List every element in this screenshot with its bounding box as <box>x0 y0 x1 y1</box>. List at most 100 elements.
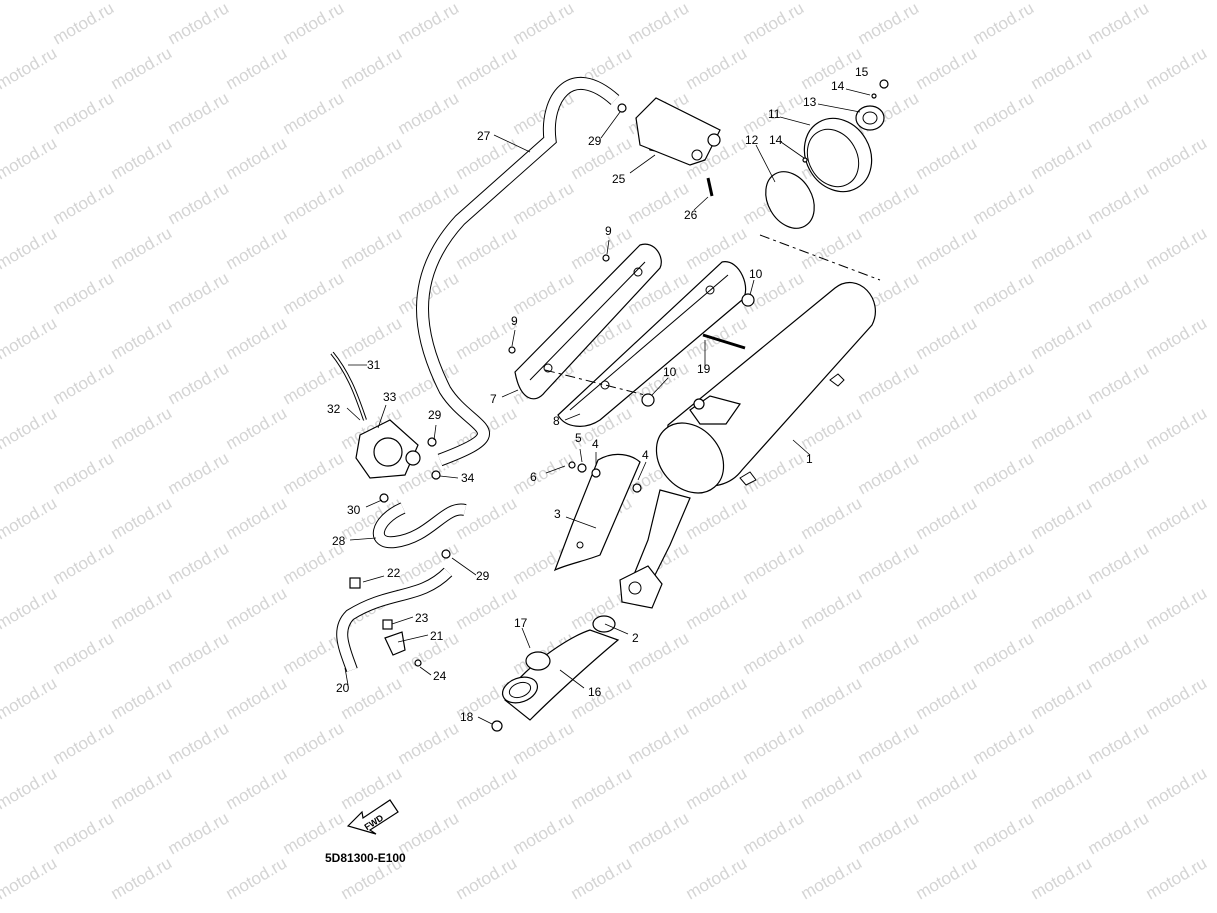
watermark-text: motod.ru <box>338 223 406 273</box>
watermark-text: motod.ru <box>165 358 233 408</box>
watermark-text: motod.ru <box>165 808 233 858</box>
bolt-26-part <box>706 177 714 197</box>
watermark-text: motod.ru <box>50 538 118 588</box>
watermark-text: motod.ru <box>395 88 463 138</box>
watermark-text: motod.ru <box>1028 403 1096 453</box>
watermark-text: motod.ru <box>970 538 1038 588</box>
watermark-text: motod.ru <box>625 0 693 48</box>
watermark-text: motod.ru <box>970 88 1038 138</box>
watermark-text: motod.ru <box>280 178 348 228</box>
callout-20: 20 <box>336 681 350 695</box>
watermark-text: motod.ru <box>280 0 348 48</box>
callout-15: 15 <box>855 65 869 79</box>
callout-13: 13 <box>803 95 817 109</box>
watermark-text: motod.ru <box>510 718 578 768</box>
watermark-text: motod.ru <box>108 493 176 543</box>
watermark-text: motod.ru <box>395 0 463 48</box>
callout-34: 34 <box>461 471 475 485</box>
watermark-text: motod.ru <box>1143 133 1211 183</box>
watermark-text: motod.ru <box>0 448 2 498</box>
watermark-text: motod.ru <box>855 448 923 498</box>
watermark-text: motod.ru <box>338 43 406 93</box>
watermark-text: motod.ru <box>510 448 578 498</box>
callout-4a: 4 <box>592 437 599 451</box>
watermark-text: motod.ru <box>913 673 981 723</box>
watermark-text: motod.ru <box>0 403 60 453</box>
watermark-text: motod.ru <box>913 583 981 633</box>
watermark-text: motod.ru <box>0 133 60 183</box>
watermark-text: motod.ru <box>1143 853 1211 903</box>
watermark-text: motod.ru <box>223 403 291 453</box>
watermark-text: motod.ru <box>280 358 348 408</box>
watermark-text: motod.ru <box>1028 43 1096 93</box>
watermark-text: motod.ru <box>453 853 521 903</box>
watermark-text: motod.ru <box>913 853 981 903</box>
gasket-part <box>592 615 616 633</box>
watermark-text: motod.ru <box>1085 538 1153 588</box>
callout-11: 11 <box>768 107 781 121</box>
watermark-text: motod.ru <box>0 853 60 903</box>
watermark-text: motod.ru <box>0 763 60 813</box>
watermark-text: motod.ru <box>683 583 751 633</box>
watermark-text: motod.ru <box>280 268 348 318</box>
watermark-text: motod.ru <box>855 358 923 408</box>
watermark-text: motod.ru <box>50 808 118 858</box>
callout-19: 19 <box>697 362 711 376</box>
callout-25: 25 <box>612 172 626 186</box>
watermark-text: motod.ru <box>1028 763 1096 813</box>
callout-33: 33 <box>383 390 397 404</box>
callout-labels: 1 2 3 4 4 5 6 7 8 9 9 10 10 11 12 13 14 … <box>327 65 869 724</box>
watermark-text: motod.ru <box>1085 808 1153 858</box>
gasket-17-part <box>525 651 551 671</box>
watermark-text: motod.ru <box>740 718 808 768</box>
watermark-text: motod.ru <box>108 43 176 93</box>
watermark-text: motod.ru <box>1085 718 1153 768</box>
watermark-text: motod.ru <box>1028 223 1096 273</box>
watermark-text: motod.ru <box>165 718 233 768</box>
end-cap-part <box>765 79 889 229</box>
watermark-text: motod.ru <box>1143 493 1211 543</box>
watermark-text: motod.ru <box>1028 583 1096 633</box>
watermark-text: motod.ru <box>913 403 981 453</box>
watermark-text: motod.ru <box>50 448 118 498</box>
watermark-text: motod.ru <box>0 178 2 228</box>
watermark-text: motod.ru <box>970 358 1038 408</box>
watermark-text: motod.ru <box>970 268 1038 318</box>
callout-3: 3 <box>554 507 561 521</box>
callout-5: 5 <box>575 431 582 445</box>
watermark-text: motod.ru <box>0 43 60 93</box>
watermark-text: motod.ru <box>683 673 751 723</box>
watermark-text: motod.ru <box>740 538 808 588</box>
watermark-text: motod.ru <box>50 718 118 768</box>
callout-22: 22 <box>387 566 401 580</box>
watermark-text: motod.ru <box>568 763 636 813</box>
watermark-text: motod.ru <box>913 313 981 363</box>
callout-29b: 29 <box>428 408 442 422</box>
watermark-text: motod.ru <box>1143 763 1211 813</box>
watermark-text: motod.ru <box>798 403 866 453</box>
watermark-text: motod.ru <box>50 178 118 228</box>
watermark-text: motod.ru <box>683 43 751 93</box>
watermark-text: motod.ru <box>740 808 808 858</box>
watermark-text: motod.ru <box>108 583 176 633</box>
callout-17: 17 <box>514 616 528 630</box>
watermark-text: motod.ru <box>1085 358 1153 408</box>
watermark-text: motod.ru <box>165 178 233 228</box>
watermark-text: motod.ru <box>1143 673 1211 723</box>
watermark-text: motod.ru <box>453 763 521 813</box>
watermark-text: motod.ru <box>970 178 1038 228</box>
watermark-text: motod.ru <box>165 88 233 138</box>
watermark-text: motod.ru <box>280 718 348 768</box>
watermark-text: motod.ru <box>568 853 636 903</box>
callout-4b: 4 <box>642 448 649 462</box>
callout-29c: 29 <box>476 569 490 583</box>
exhaust-joint-part <box>501 629 620 721</box>
watermark-text: motod.ru <box>1028 493 1096 543</box>
callout-31: 31 <box>367 358 381 372</box>
watermark-text: motod.ru <box>855 628 923 678</box>
watermark-text: motod.ru <box>1143 403 1211 453</box>
callout-24: 24 <box>433 669 447 683</box>
watermark-text: motod.ru <box>510 0 578 48</box>
